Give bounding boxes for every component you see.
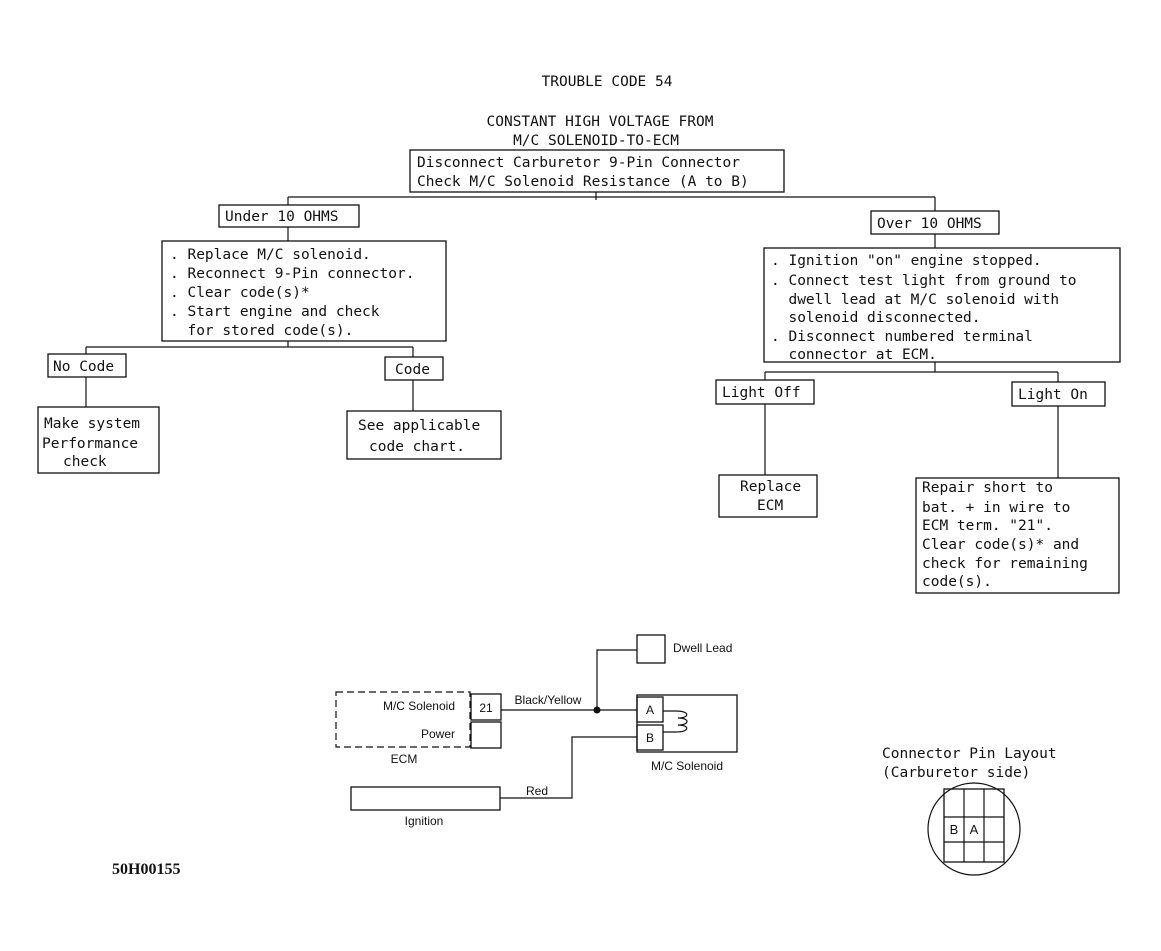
connector-layout-title-line-1: Connector Pin Layout bbox=[882, 746, 1057, 762]
over-10-ohms-label: Over 10 OHMS bbox=[877, 216, 982, 232]
right-steps-box bbox=[763, 247, 1121, 363]
see-chart-line: See applicable bbox=[358, 418, 480, 434]
start-box-line-2: Check M/C Solenoid Resistance (A to B) bbox=[417, 174, 749, 190]
no-code-label: No Code bbox=[53, 359, 114, 375]
pin-b-label: B bbox=[646, 731, 654, 745]
red-wire bbox=[500, 736, 637, 799]
ignition-label: Ignition bbox=[405, 814, 444, 828]
left-step: . Clear code(s)* bbox=[170, 285, 310, 301]
make-system-line: Make system bbox=[44, 416, 140, 432]
make-system-line: Performance bbox=[42, 436, 138, 452]
dwell-lead-terminal bbox=[636, 634, 666, 664]
diagram-title: TROUBLE CODE 54 bbox=[542, 74, 673, 90]
dwell-lead-label: Dwell Lead bbox=[673, 641, 732, 655]
terminal-21-number: 21 bbox=[479, 701, 493, 715]
under-10-ohms-label: Under 10 OHMS bbox=[225, 209, 339, 225]
replace-ecm-line: ECM bbox=[757, 498, 783, 514]
ignition-bar bbox=[350, 786, 501, 811]
replace-ecm-box bbox=[718, 474, 818, 518]
connector-pin-a: A bbox=[970, 822, 979, 837]
pin-a-cell bbox=[636, 696, 664, 723]
ecm-power-label: Power bbox=[421, 727, 455, 741]
left-step: . Start engine and check bbox=[170, 304, 380, 320]
figure-id: 50H00155 bbox=[112, 861, 180, 878]
repair-line: Clear code(s)* and bbox=[922, 537, 1079, 553]
pin-a-label: A bbox=[646, 703, 654, 717]
terminal-21 bbox=[470, 693, 502, 721]
make-system-line: check bbox=[63, 454, 107, 470]
left-step: for stored code(s). bbox=[170, 323, 353, 339]
left-steps-box bbox=[161, 240, 447, 342]
repair-line: bat. + in wire to bbox=[922, 500, 1070, 516]
right-step: . Disconnect numbered terminal bbox=[771, 329, 1033, 345]
right-step: dwell lead at M/C solenoid with bbox=[771, 292, 1059, 308]
repair-line: Repair short to bbox=[922, 480, 1053, 496]
start-box bbox=[409, 149, 785, 193]
subtitle-line-1: CONSTANT HIGH VOLTAGE FROM bbox=[487, 114, 714, 130]
right-step: . Connect test light from ground to bbox=[771, 273, 1077, 289]
no-code-box bbox=[47, 353, 127, 378]
right-step: . Ignition "on" engine stopped. bbox=[771, 253, 1042, 269]
connector-layout-title-line-2: (Carburetor side) bbox=[882, 765, 1030, 781]
code-label: Code bbox=[395, 362, 430, 378]
light-off-label: Light Off bbox=[722, 385, 801, 401]
mc-solenoid-label: M/C Solenoid bbox=[651, 759, 723, 773]
right-step: connector at ECM. bbox=[771, 347, 937, 363]
ecm-mc-solenoid-label: M/C Solenoid bbox=[383, 699, 455, 713]
repair-short-box bbox=[915, 477, 1120, 594]
connector-pin-b: B bbox=[950, 822, 959, 837]
left-step: . Replace M/C solenoid. bbox=[170, 247, 371, 263]
dwell-lead-wire bbox=[596, 649, 637, 710]
red-wire-label: Red bbox=[526, 784, 548, 798]
replace-ecm-line: Replace bbox=[740, 479, 801, 495]
start-box-line-1: Disconnect Carburetor 9-Pin Connector bbox=[417, 155, 740, 171]
ecm-label: ECM bbox=[391, 752, 418, 766]
ecm-box bbox=[335, 691, 471, 748]
light-on-label: Light On bbox=[1018, 387, 1088, 403]
connector-pin-layout-icon bbox=[927, 782, 1021, 876]
left-step: . Reconnect 9-Pin connector. bbox=[170, 266, 414, 282]
see-chart-line: code chart. bbox=[369, 439, 465, 455]
mc-solenoid-connector bbox=[636, 694, 738, 753]
black-yellow-wire-label: Black/Yellow bbox=[515, 693, 582, 707]
make-system-check-box bbox=[37, 406, 160, 474]
right-step: solenoid disconnected. bbox=[771, 310, 981, 326]
repair-line: ECM term. "21". bbox=[922, 518, 1053, 534]
see-code-chart-box bbox=[346, 410, 502, 460]
solenoid-coil-icon bbox=[663, 710, 688, 733]
subtitle-line-2: M/C SOLENOID-TO-ECM bbox=[513, 133, 679, 149]
under-10-ohms-box bbox=[218, 204, 360, 228]
wire-junction bbox=[593, 706, 601, 714]
power-terminal bbox=[470, 721, 502, 749]
repair-line: code(s). bbox=[922, 574, 992, 590]
repair-line: check for remaining bbox=[922, 556, 1088, 572]
code-box bbox=[384, 356, 444, 381]
